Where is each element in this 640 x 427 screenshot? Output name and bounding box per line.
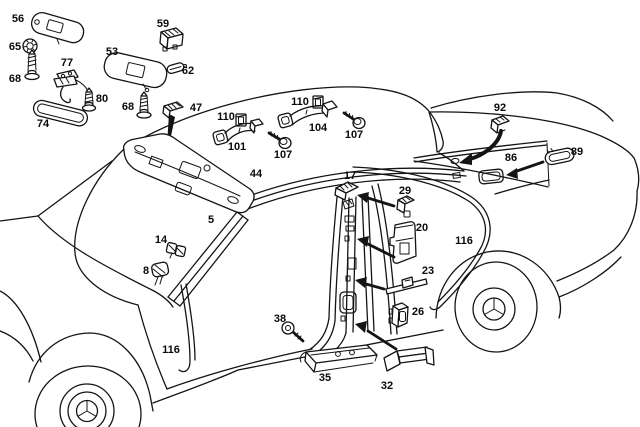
front-wheel bbox=[34, 365, 142, 427]
part-38-screw bbox=[281, 321, 305, 343]
part-74-rear-view-mirror bbox=[32, 75, 89, 127]
part-35-sill-trim bbox=[299, 344, 378, 373]
parcel-shelf-86 bbox=[413, 140, 550, 195]
part-56-sun-visor bbox=[30, 11, 85, 45]
part-20-pillar-trim bbox=[389, 221, 417, 264]
part-68-screw-b bbox=[136, 91, 152, 119]
part-23-bracket bbox=[385, 276, 428, 295]
headliner-44 bbox=[122, 133, 255, 214]
arrow-32-to-pillar bbox=[355, 321, 398, 351]
part-59-clip bbox=[159, 27, 184, 52]
door-seal-rear-116 bbox=[352, 166, 491, 311]
part-47-clip bbox=[162, 101, 184, 119]
mercedes-star-icon bbox=[482, 297, 506, 321]
part-110-clip-b bbox=[312, 95, 324, 109]
part-107-screw-b bbox=[342, 111, 366, 130]
part-29-clip bbox=[396, 195, 415, 218]
car-body-outline bbox=[0, 86, 640, 412]
part-14-clip bbox=[165, 241, 187, 259]
part-104-grab-handle bbox=[277, 100, 338, 129]
b-pillar-assembly bbox=[308, 181, 375, 355]
rear-wheel bbox=[454, 261, 538, 353]
door-seal-front-116 bbox=[178, 283, 196, 373]
part-65-clip bbox=[22, 38, 38, 54]
part-26-clip bbox=[388, 302, 409, 328]
part-80-screw bbox=[81, 87, 97, 112]
arrow-92-to-shelf bbox=[459, 129, 503, 165]
part-53-sun-visor bbox=[103, 52, 168, 93]
arrow-89-to-shelf bbox=[506, 160, 545, 179]
a-pillar-trim-5 bbox=[167, 211, 249, 307]
part-110-clip-a bbox=[235, 113, 247, 127]
mercedes-star-icon bbox=[75, 399, 99, 423]
part-101-grab-handle bbox=[212, 118, 264, 146]
part-8-clip bbox=[151, 261, 170, 286]
part-17-pillar-bracket bbox=[334, 181, 359, 201]
part-32-bracket bbox=[383, 346, 435, 372]
arrow-29-to-pillar bbox=[357, 192, 396, 208]
arrow-20-to-pillar bbox=[357, 236, 396, 259]
part-107-screw-a bbox=[267, 131, 292, 150]
arrow-23-to-pillar bbox=[355, 277, 386, 291]
part-62-bulb bbox=[166, 62, 187, 75]
part-89-vent-grille bbox=[544, 147, 575, 166]
part-68-screw-a bbox=[24, 49, 40, 81]
